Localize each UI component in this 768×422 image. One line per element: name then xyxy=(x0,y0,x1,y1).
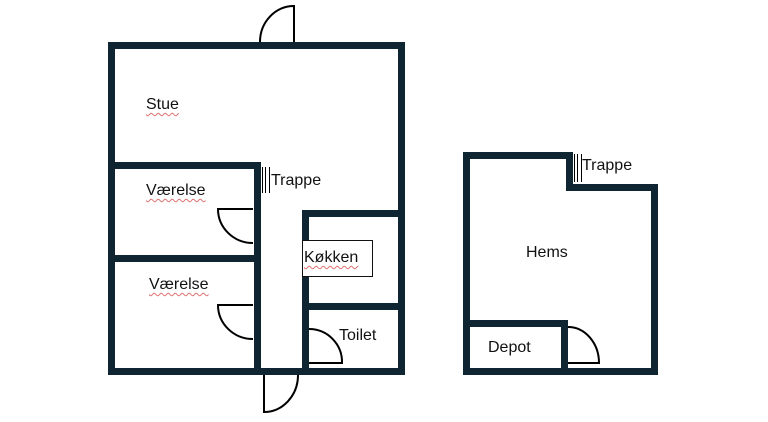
room-label-toilet: Toilet xyxy=(339,327,377,344)
room-label-vaerelse-2: Værelse xyxy=(149,276,209,293)
entrance-door-top[interactable] xyxy=(259,4,295,43)
loft-wall-step xyxy=(566,152,573,191)
entrance-door-bottom[interactable] xyxy=(263,374,299,414)
room-label-hems: Hems xyxy=(526,244,568,261)
loft-walls xyxy=(463,152,658,375)
room-label-loft-trappe: Trappe xyxy=(582,157,633,174)
door-depot[interactable] xyxy=(567,326,601,364)
door-vaerelse-2[interactable] xyxy=(216,304,254,340)
wall-vaerelse-vaerelse xyxy=(108,255,261,262)
wall-depot-top xyxy=(463,320,568,327)
outer-wall-left xyxy=(108,42,115,375)
outer-wall-top xyxy=(108,42,405,49)
loft-doors xyxy=(567,326,601,364)
loft-wall-right xyxy=(651,184,658,375)
loft-wall-left xyxy=(463,152,470,375)
stairs-icon xyxy=(262,167,270,193)
loft-wall-bottom xyxy=(463,368,658,375)
room-label-vaerelse-1: Værelse xyxy=(146,182,206,199)
wall-corridor-right-upper xyxy=(302,210,309,241)
room-label-trappe: Trappe xyxy=(271,172,322,189)
door-toilet[interactable] xyxy=(308,328,344,364)
ground-floor-walls xyxy=(108,42,405,375)
stairs-icon xyxy=(574,154,582,182)
loft-wall-top-left xyxy=(463,152,573,159)
wall-vaerelse-corridor xyxy=(254,162,261,375)
outer-wall-right xyxy=(398,42,405,375)
room-label-stue: Stue xyxy=(146,96,179,113)
ground-floor-doors xyxy=(216,4,344,414)
door-vaerelse-1[interactable] xyxy=(216,208,254,244)
loft-wall-top-right xyxy=(566,184,658,191)
wall-corridor-right-lower xyxy=(302,275,309,375)
wall-depot-right xyxy=(561,320,568,375)
wall-kokken-toilet xyxy=(302,303,405,310)
wall-kokken-top xyxy=(302,210,405,217)
room-label-depot: Depot xyxy=(488,339,531,356)
kokken-label-box xyxy=(302,240,373,277)
wall-stue-vaerelse xyxy=(108,162,261,169)
room-label-kokken: Køkken xyxy=(304,249,359,266)
